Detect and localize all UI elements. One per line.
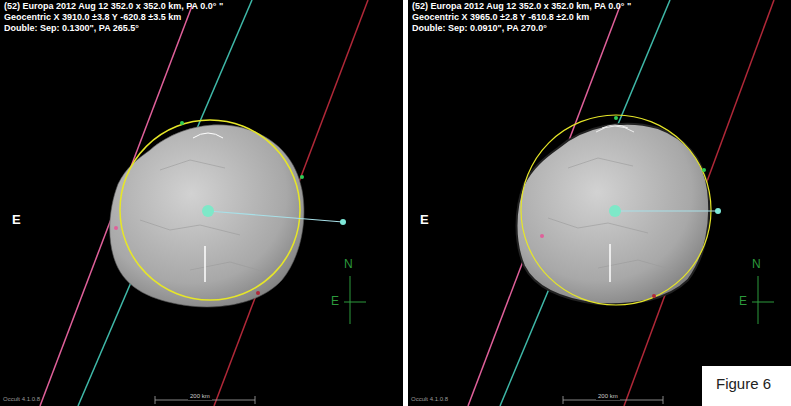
- compass-east: E: [331, 295, 339, 308]
- version-note: Occult 4.1.0.8: [3, 396, 40, 403]
- caption-ground: [702, 366, 791, 406]
- event-dot: [702, 168, 706, 172]
- fit-ellipse: [120, 120, 300, 300]
- header-text: Geocentric X 3910.0 ±3.8 Y -620.8 ±3.5 k…: [4, 13, 181, 23]
- compass-east: E: [739, 295, 747, 308]
- centre-dot: [609, 205, 621, 217]
- header-text: Double: Sep: 0.1300", PA 265.5°: [4, 24, 139, 34]
- left-panel: [0, 0, 403, 406]
- compass-line: [752, 302, 774, 303]
- axis-tick: [204, 246, 206, 282]
- compass-line: [758, 276, 759, 324]
- companion-vector: [208, 211, 343, 222]
- header-text: Geocentric X 3965.0 ±2.8 Y -610.8 ±2.0 k…: [412, 13, 589, 23]
- compass-line: [344, 302, 366, 303]
- limb-arc: [596, 125, 634, 132]
- version-note: Occult 4.1.0.8: [411, 396, 448, 403]
- compass-north: N: [344, 258, 353, 271]
- panel-ground: [408, 0, 791, 406]
- event-dot: [652, 294, 656, 298]
- header-text: Double: Sep: 0.0910", PA 270.0°: [412, 24, 547, 34]
- scale-bar: [563, 400, 663, 401]
- scale-bar: [155, 396, 156, 404]
- event-dot: [256, 291, 260, 295]
- header-text: (52) Europa 2012 Aug 12 352.0 x 352.0 km…: [412, 2, 631, 12]
- centre-dot: [202, 205, 214, 217]
- fit-ellipse: [521, 115, 711, 305]
- right-panel: [408, 0, 791, 406]
- figure-caption: Figure 6: [716, 376, 771, 393]
- scale-bar: [663, 396, 664, 404]
- companion-vector: [615, 210, 718, 211]
- panel-ground: [0, 0, 403, 406]
- east-label: E: [420, 213, 429, 227]
- header-text: (52) Europa 2012 Aug 12 352.0 x 352.0 km…: [4, 2, 223, 12]
- companion-dot: [340, 219, 346, 225]
- east-label: E: [12, 213, 21, 227]
- facet-lines: [140, 160, 265, 272]
- scale-bar: [155, 400, 255, 401]
- event-dot: [614, 116, 618, 120]
- compass-line: [350, 276, 351, 324]
- event-dot: [300, 175, 304, 179]
- event-dot: [540, 234, 544, 238]
- event-dot: [180, 121, 184, 125]
- scale-label: 200 km: [596, 393, 620, 400]
- limb-arc: [193, 133, 223, 138]
- scale-bar: [255, 396, 256, 404]
- scale-bar: [563, 396, 564, 404]
- companion-dot: [715, 208, 721, 214]
- scale-label: 200 km: [188, 393, 212, 400]
- event-dot: [114, 226, 118, 230]
- asteroid-shape: [517, 124, 710, 305]
- axis-tick: [609, 244, 611, 282]
- compass-north: N: [752, 258, 761, 271]
